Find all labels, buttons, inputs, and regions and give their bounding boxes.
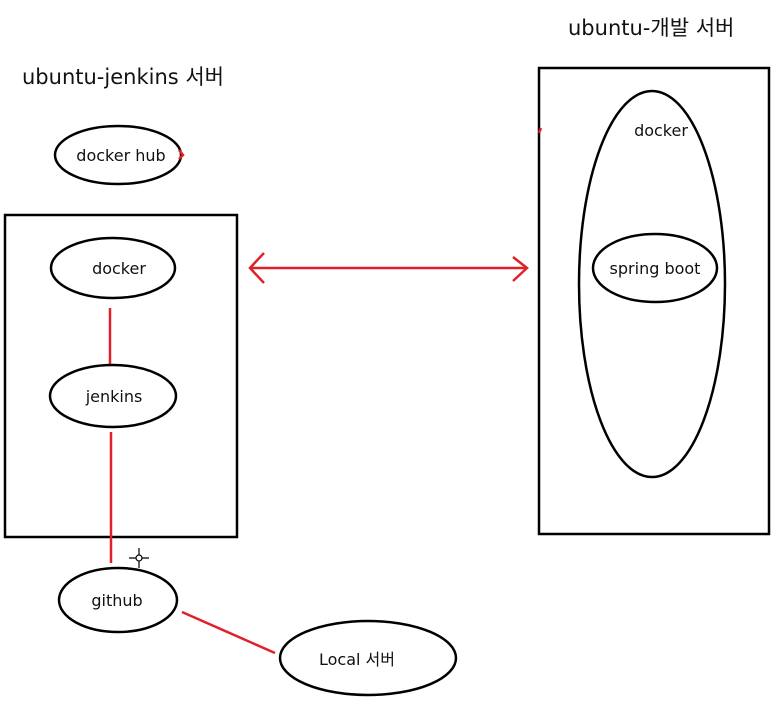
- github-local-link: [181, 610, 276, 655]
- local-server-label: Local 서버: [319, 650, 395, 669]
- jenkins-label: jenkins: [85, 387, 143, 406]
- arrow-head-left: [248, 252, 265, 284]
- jenkins-node: [48, 363, 178, 429]
- jenkins-server-title: ubuntu-jenkins 서버: [22, 65, 224, 89]
- spring-boot-label: spring boot: [610, 259, 701, 278]
- github-label: github: [91, 591, 142, 610]
- dev-server-title: ubuntu-개발 서버: [568, 16, 734, 40]
- local-server-node: [278, 619, 458, 697]
- arrow-head-right: [512, 256, 529, 282]
- dev-docker-label: docker: [634, 121, 688, 140]
- jenkins-docker-node: [49, 236, 177, 300]
- crosshair-cursor-icon: [129, 548, 149, 568]
- github-node: [57, 566, 179, 634]
- docker-hub-tick: [178, 149, 185, 160]
- docker-hub-node: [53, 124, 183, 186]
- docker-hub-label: docker hub: [76, 146, 165, 165]
- jenkins-docker-label: docker: [92, 259, 146, 278]
- dev-server-tick: [537, 127, 543, 134]
- spring-boot-node: [591, 232, 719, 304]
